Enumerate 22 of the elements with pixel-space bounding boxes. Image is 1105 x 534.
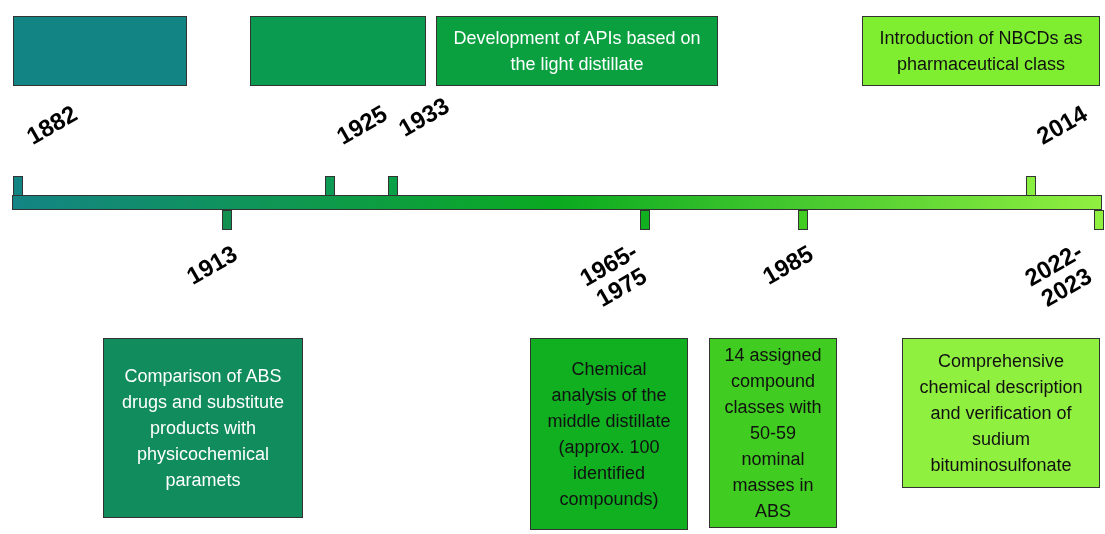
event-box: [902, 338, 1100, 488]
box-shape: [13, 16, 187, 86]
year-label: 1882: [20, 98, 83, 152]
event-box: [436, 16, 718, 86]
year-label: 2014: [1030, 98, 1093, 152]
event-box: [530, 338, 688, 530]
year-label: 1913: [180, 238, 243, 292]
year-label: 1985: [756, 238, 819, 292]
year-label: 1965-1975: [573, 236, 653, 314]
event-box: [862, 16, 1100, 86]
event-text: Comprehensive chemical description and verification of sudium bituminosulfonate: [918, 350, 1084, 477]
event-text: 14 assigned compound classes with 50-59 nominal masses in ABS: [723, 344, 823, 523]
year-label: 1933: [392, 90, 455, 144]
event-box: [709, 338, 837, 528]
event-text: Chemical analysis of the middle distillate (approx. 100 identified compounds): [546, 358, 672, 511]
box-shape: [250, 16, 426, 86]
event-box: [103, 338, 303, 518]
event-text: Comparison of ABS drugs and substitute products with physicochemical paramets: [120, 365, 286, 492]
event-text: Development of APIs based on the light distillate: [452, 27, 702, 76]
year-label: 2022-2023: [1018, 236, 1098, 314]
event-text: Introduction of NBCDs as pharmaceutical class: [878, 27, 1084, 76]
year-label: 1925: [330, 98, 393, 152]
